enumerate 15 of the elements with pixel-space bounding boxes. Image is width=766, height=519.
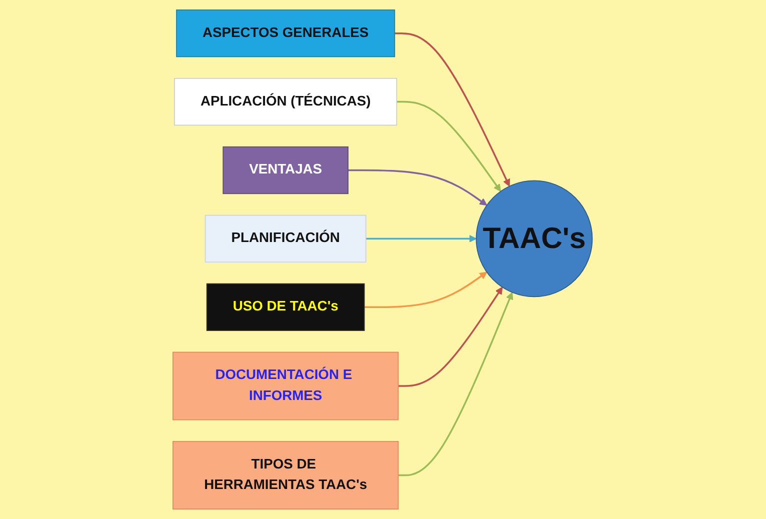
node-box: USO DE TAAC's xyxy=(206,283,366,331)
arrow xyxy=(364,272,488,308)
node-circle: TAAC's xyxy=(476,180,594,298)
arrow xyxy=(397,100,502,192)
arrow xyxy=(398,286,504,387)
node-box: APLICACIÓN (TÉCNICAS) xyxy=(174,78,398,126)
node-box: PLANIFICACIÓN xyxy=(205,214,367,263)
arrow xyxy=(366,234,477,242)
node-box: DOCUMENTACIÓN E INFORMES xyxy=(172,352,400,420)
node-box: VENTAJAS xyxy=(223,146,349,194)
arrow xyxy=(398,292,514,476)
arrow xyxy=(395,32,510,187)
node-box: ASPECTOS GENERALES xyxy=(176,10,396,58)
arrow xyxy=(348,169,488,206)
node-box: TIPOS DE HERRAMIENTAS TAAC's xyxy=(172,441,400,510)
